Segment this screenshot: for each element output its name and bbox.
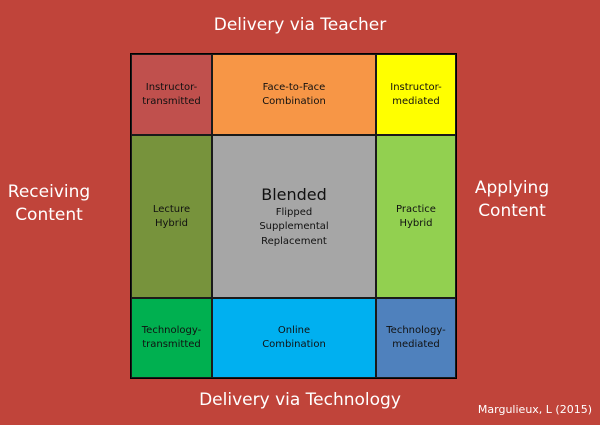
blended-learning-grid: Instructor- transmitted Face-to-Face Com… [130, 53, 457, 379]
cell-label-line: Face-to-Face [262, 81, 326, 93]
cell-label-line: Combination [262, 95, 326, 107]
cell-lecture-hybrid: Lecture Hybrid [131, 135, 212, 298]
cell-label-line: transmitted [142, 95, 201, 107]
left-axis-label-line-2: Content [15, 204, 83, 225]
right-axis-label-line-1: Applying [474, 178, 550, 198]
cell-label-line: transmitted [142, 339, 201, 350]
cell-label-line: mediated [392, 95, 440, 107]
cell-label-line: Practice [396, 203, 436, 215]
cell-blended: Blended Flipped Supplemental Replacement [212, 135, 376, 298]
cell-instructor-transmitted: Instructor- transmitted [131, 54, 212, 135]
cell-technology-mediated: Technology- mediated [376, 298, 456, 378]
cell-online-combination: Online Combination [212, 298, 376, 378]
cell-label-line: Technology- [386, 325, 446, 336]
cell-label-line: Combination [262, 339, 326, 350]
left-axis-label-line-1: Receiving [7, 182, 91, 202]
cell-practice-hybrid: Practice Hybrid [376, 135, 456, 298]
cell-label-line: Technology- [141, 325, 202, 336]
cell-face-to-face-combination: Face-to-Face Combination [212, 54, 376, 135]
right-axis-label-line-2: Content [478, 200, 546, 221]
cell-label-line: mediated [392, 339, 440, 350]
cell-label-line: Instructor- [145, 81, 198, 93]
blended-item: Replacement [261, 235, 327, 247]
right-axis-label: Applying Content [462, 177, 562, 223]
cell-label-line: Online [277, 325, 311, 336]
citation: Margulieux, L (2015) [477, 403, 592, 416]
cell-technology-transmitted: Technology- transmitted [131, 298, 212, 378]
cell-instructor-mediated: Instructor- mediated [376, 54, 456, 135]
blended-title: Blended [261, 184, 327, 204]
cell-label-line: Lecture [152, 203, 191, 215]
left-axis-label: Receiving Content [0, 181, 98, 227]
cell-label-line: Instructor- [390, 81, 442, 93]
top-axis-label: Delivery via Teacher [213, 15, 387, 35]
blended-item: Flipped [275, 206, 313, 218]
bottom-axis-label: Delivery via Technology [199, 390, 401, 410]
cell-label-line: Hybrid [154, 217, 189, 229]
blended-item: Supplemental [259, 221, 329, 233]
cell-label-line: Hybrid [399, 217, 433, 229]
